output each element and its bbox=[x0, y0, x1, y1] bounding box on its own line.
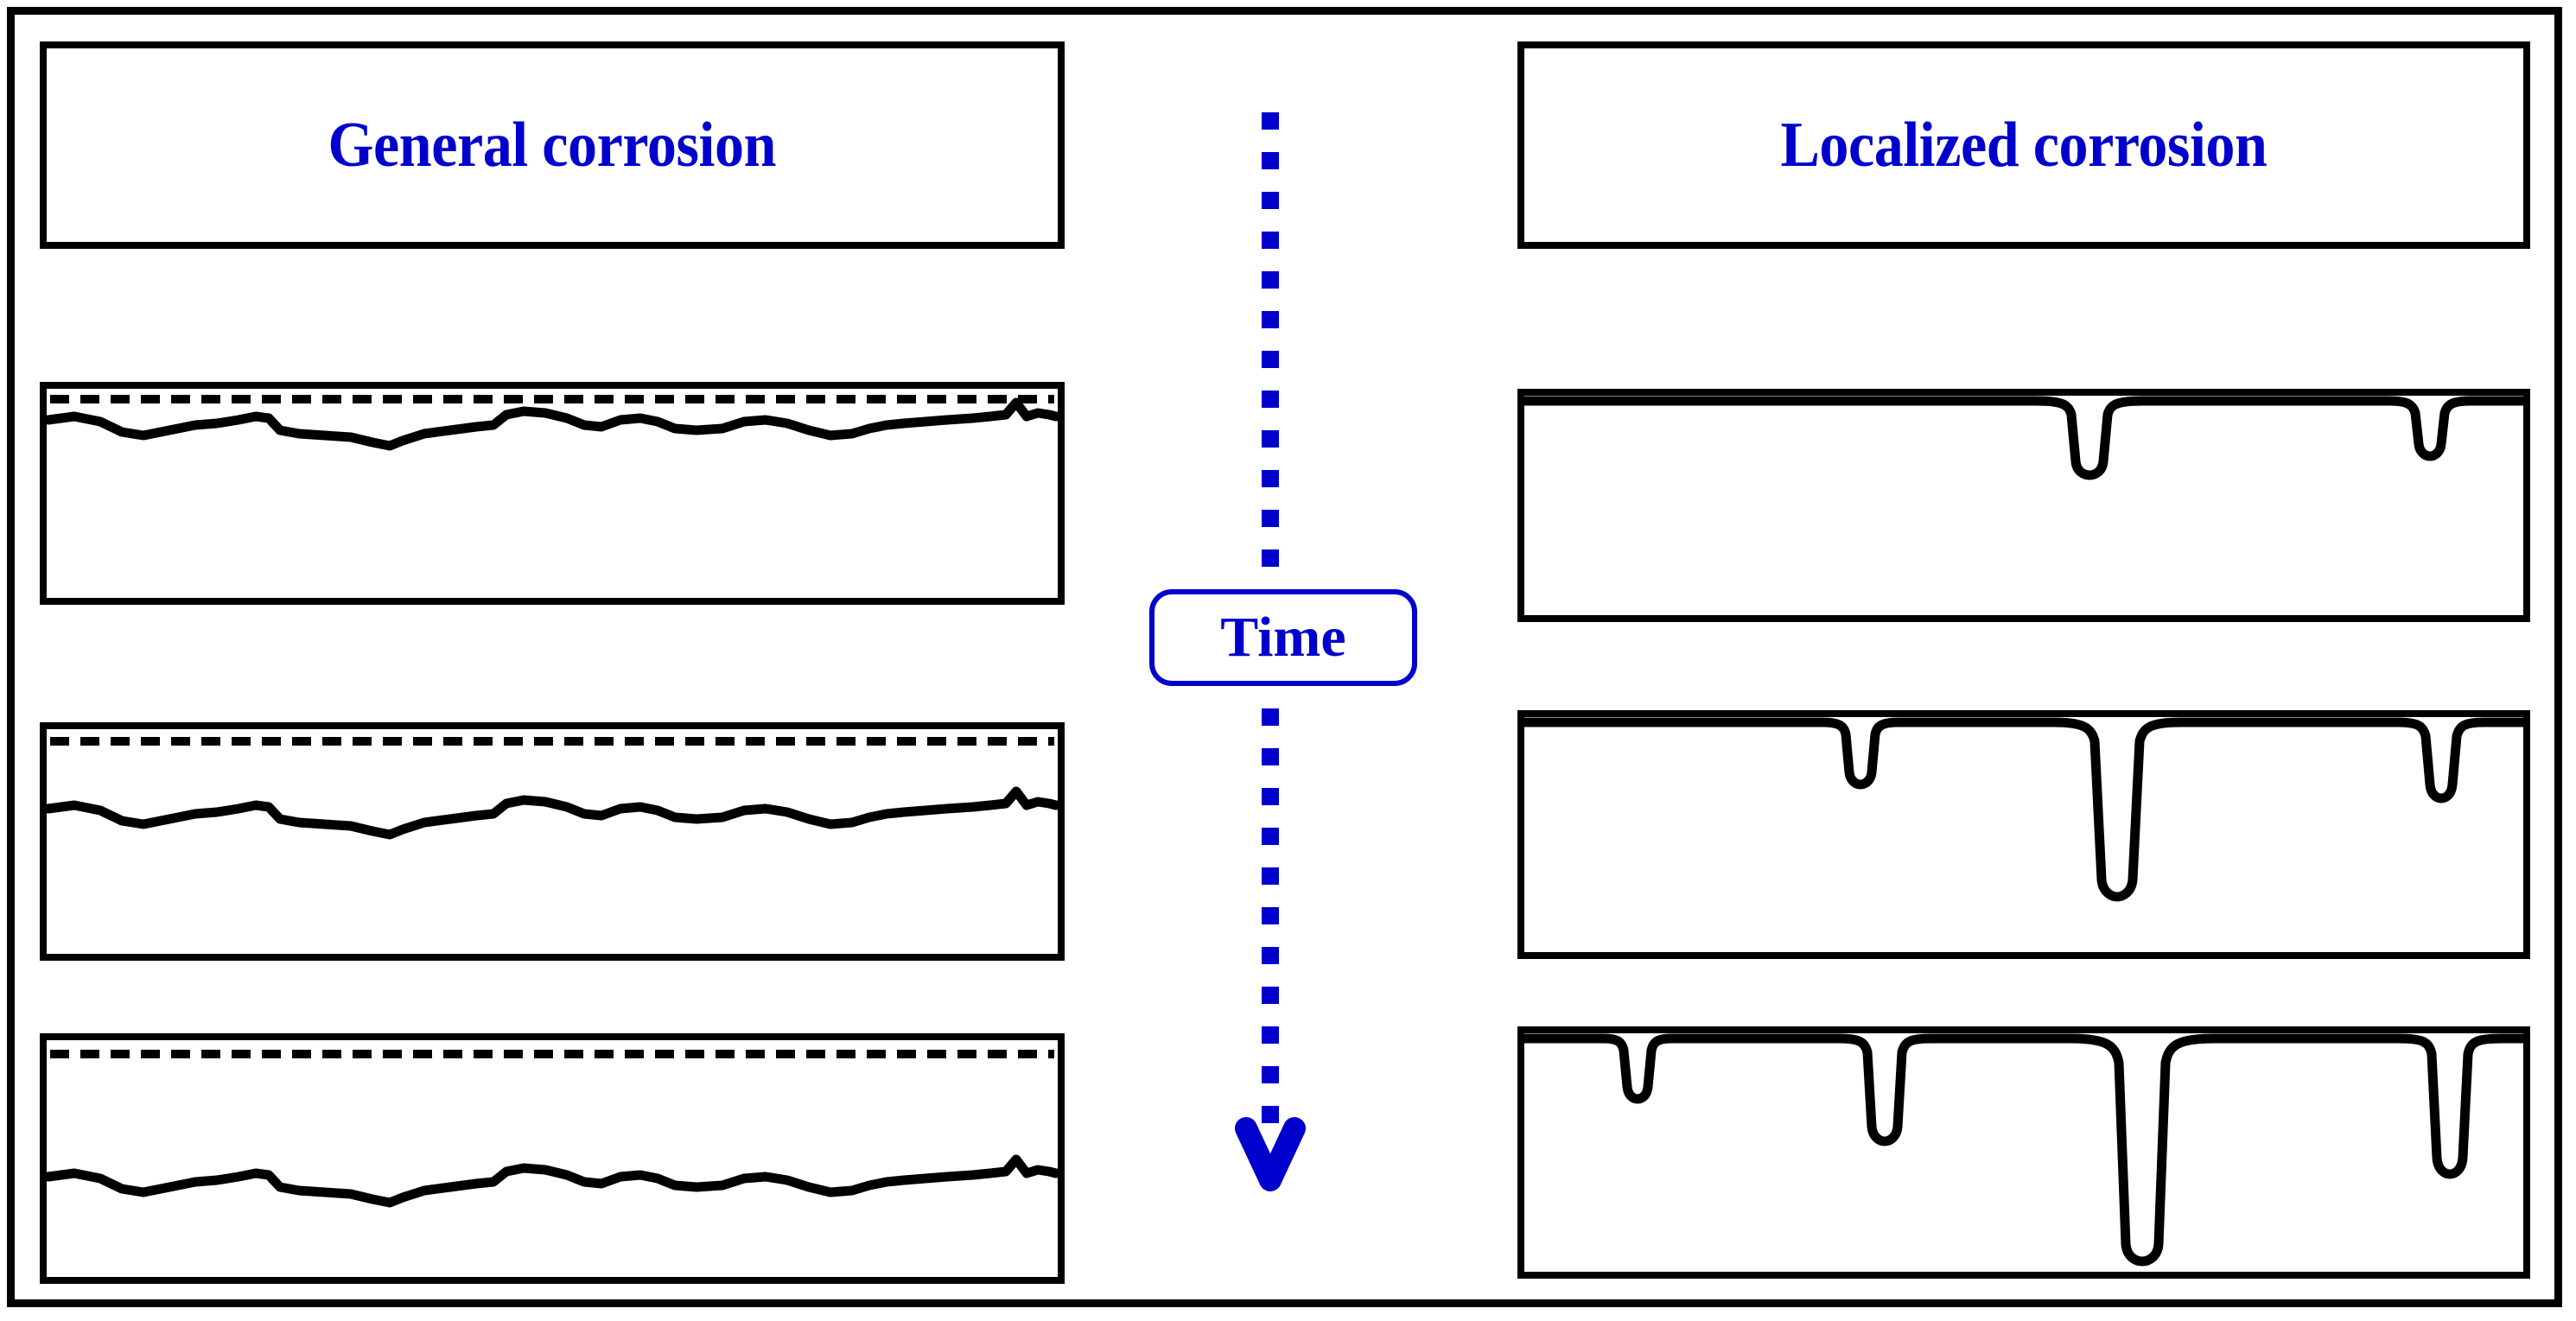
localized-stage-3-profile bbox=[1519, 1033, 2528, 1267]
corroded-surface-line bbox=[43, 397, 1061, 451]
localized-corrosion-title-box: Localized corrosion bbox=[1517, 41, 2530, 249]
general-corrosion-stage-1-panel bbox=[40, 382, 1065, 605]
localized-corrosion-title: Localized corrosion bbox=[1780, 110, 2268, 181]
localized-corrosion-stage-2-panel bbox=[1517, 710, 2530, 959]
time-arrow-svg bbox=[1235, 112, 1306, 1191]
localized-stage-2-profile bbox=[1519, 717, 2528, 902]
time-label: Time bbox=[1220, 606, 1346, 669]
corroded-surface-line bbox=[43, 1154, 1061, 1208]
localized-corrosion-stage-1-panel bbox=[1517, 389, 2530, 622]
general-stage-1-profile bbox=[43, 395, 1061, 451]
pitted-surface-line bbox=[1519, 717, 2528, 902]
time-arrowhead-icon bbox=[1235, 1117, 1306, 1191]
general-stage-2-profile bbox=[43, 737, 1061, 840]
general-stage-3-profile bbox=[43, 1050, 1061, 1208]
figure-outer-frame bbox=[7, 7, 2562, 1307]
corroded-surface-line bbox=[43, 786, 1061, 840]
pitted-surface-line bbox=[1519, 396, 2528, 480]
time-label-box: Time bbox=[1149, 589, 1417, 686]
localized-stage-1-profile bbox=[1519, 396, 2528, 480]
general-corrosion-title: General corrosion bbox=[328, 110, 777, 181]
general-corrosion-stage-2-panel bbox=[40, 722, 1065, 961]
time-axis-arrow bbox=[1235, 109, 1306, 1191]
general-corrosion-stage-3-panel bbox=[40, 1033, 1065, 1284]
pitted-surface-line bbox=[1519, 1033, 2528, 1267]
general-corrosion-title-box: General corrosion bbox=[40, 41, 1065, 249]
localized-corrosion-stage-3-panel bbox=[1517, 1026, 2530, 1279]
